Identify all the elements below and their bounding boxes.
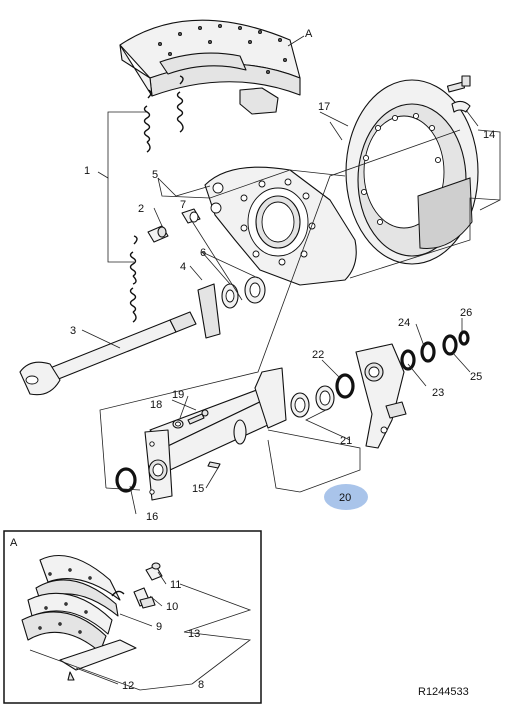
slack-adjuster: [355, 343, 407, 449]
callout-18: 18: [150, 399, 162, 411]
lower-springs: [129, 235, 138, 323]
figure-code: R1244533: [418, 686, 469, 698]
callout-labels: A 1 2 3 4 5 6 7 14 15 16 17 18 19 21 22 …: [70, 28, 495, 523]
callout-21: 21: [340, 435, 352, 447]
callout-shoe: A: [305, 28, 313, 40]
callout-19: 19: [172, 389, 184, 401]
o-ring: [115, 467, 137, 493]
callout-10: 10: [166, 601, 178, 613]
callout-8: 8: [198, 679, 204, 691]
callout-12: 12: [122, 680, 134, 692]
callout-13: 13: [188, 628, 200, 640]
inset-a: A: [3, 530, 262, 704]
callout-9: 9: [156, 621, 162, 633]
callout-24: 24: [398, 317, 410, 329]
callout-1: 1: [84, 165, 90, 177]
small-bushings: [147, 208, 201, 243]
callout-26: 26: [460, 307, 472, 319]
callout-17: 17: [318, 101, 330, 113]
callout-3: 3: [70, 325, 76, 337]
leader-lines: [81, 109, 501, 515]
callout-15: 15: [192, 483, 204, 495]
inset-shoes: [21, 554, 137, 681]
callout-25: 25: [470, 371, 482, 383]
inset-leader-lines: [29, 571, 252, 691]
callout-14: 14: [483, 129, 495, 141]
upper-springs: [143, 75, 184, 153]
spider-bracket: [204, 166, 357, 286]
brake-shoe: [119, 19, 305, 115]
callout-16: 16: [146, 511, 158, 523]
callout-4: 4: [180, 261, 186, 273]
camshaft: [19, 311, 197, 396]
callout-23: 23: [432, 387, 444, 399]
callout-6: 6: [200, 247, 206, 259]
backing-plate: [345, 79, 479, 265]
chamber-bracket: [144, 367, 287, 501]
callout-11: 11: [170, 579, 181, 591]
bracket-bushings: [290, 373, 355, 418]
camshaft-bushings: [197, 276, 266, 339]
callout-20: 20: [339, 492, 351, 504]
inset-label: A: [10, 537, 18, 549]
callout-7: 7: [180, 199, 186, 211]
callout-5: 5: [152, 169, 158, 181]
callout-22: 22: [312, 349, 324, 361]
bolt-and-nut: [446, 75, 471, 113]
callout-2: 2: [138, 203, 144, 215]
shoe-rivets: [157, 23, 287, 75]
inset-hardware: [111, 562, 163, 609]
seal-rings: [400, 330, 470, 371]
callout-20-highlight[interactable]: 20: [324, 484, 368, 510]
